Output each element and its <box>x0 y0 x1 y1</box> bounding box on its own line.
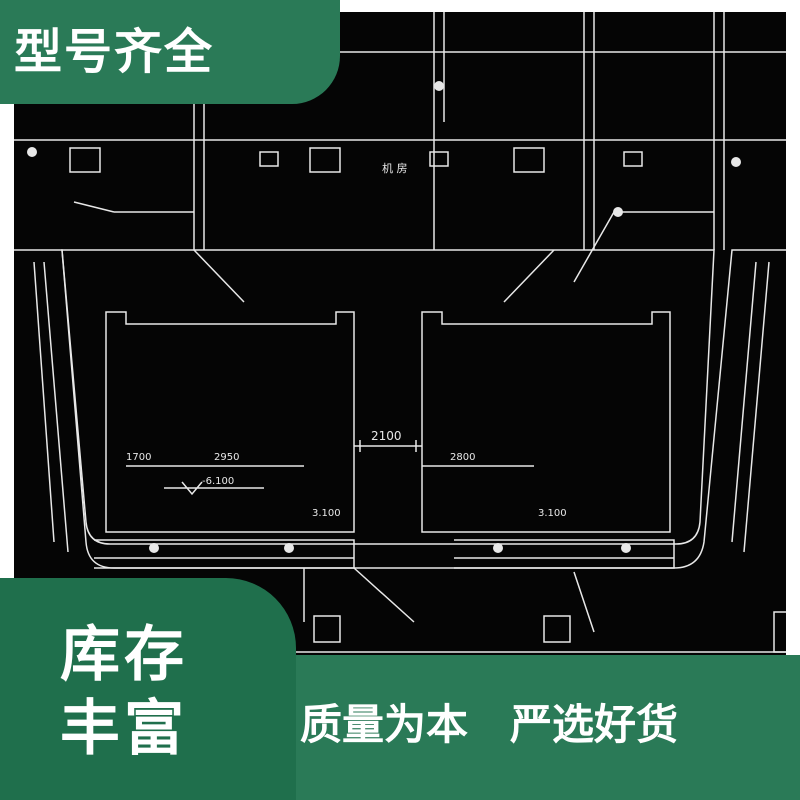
dimension-right: 2800 <box>450 452 475 463</box>
badge-model-complete-text: 型号齐全 <box>14 24 215 80</box>
elevation-mark-right: 3.100 <box>538 508 567 519</box>
badge-stock-line2: 丰富 <box>60 694 188 764</box>
cad-drawing: 2100 1700 2950 2800 -6.100 3.100 3.100 机… <box>14 12 786 653</box>
badge-stock-line1: 库存 <box>60 620 188 690</box>
slogan-part1: 质量为本 <box>300 700 469 749</box>
slogan-part2: 严选好货 <box>510 700 679 749</box>
dimension-left-1: 1700 <box>126 452 151 463</box>
dimension-center: 2100 <box>371 429 402 443</box>
badge-stock-rich: 库存 丰富 <box>0 578 296 800</box>
badge-model-complete: 型号齐全 <box>0 0 340 104</box>
cad-drawing-image: 2100 1700 2950 2800 -6.100 3.100 3.100 机… <box>14 12 786 680</box>
elevation-left: -6.100 <box>202 476 234 487</box>
elevation-mark-left: 3.100 <box>312 508 341 519</box>
slogan: 质量为本严选好货 <box>300 700 780 750</box>
dimension-left-2: 2950 <box>214 452 239 463</box>
room-label: 机 房 <box>382 161 408 175</box>
